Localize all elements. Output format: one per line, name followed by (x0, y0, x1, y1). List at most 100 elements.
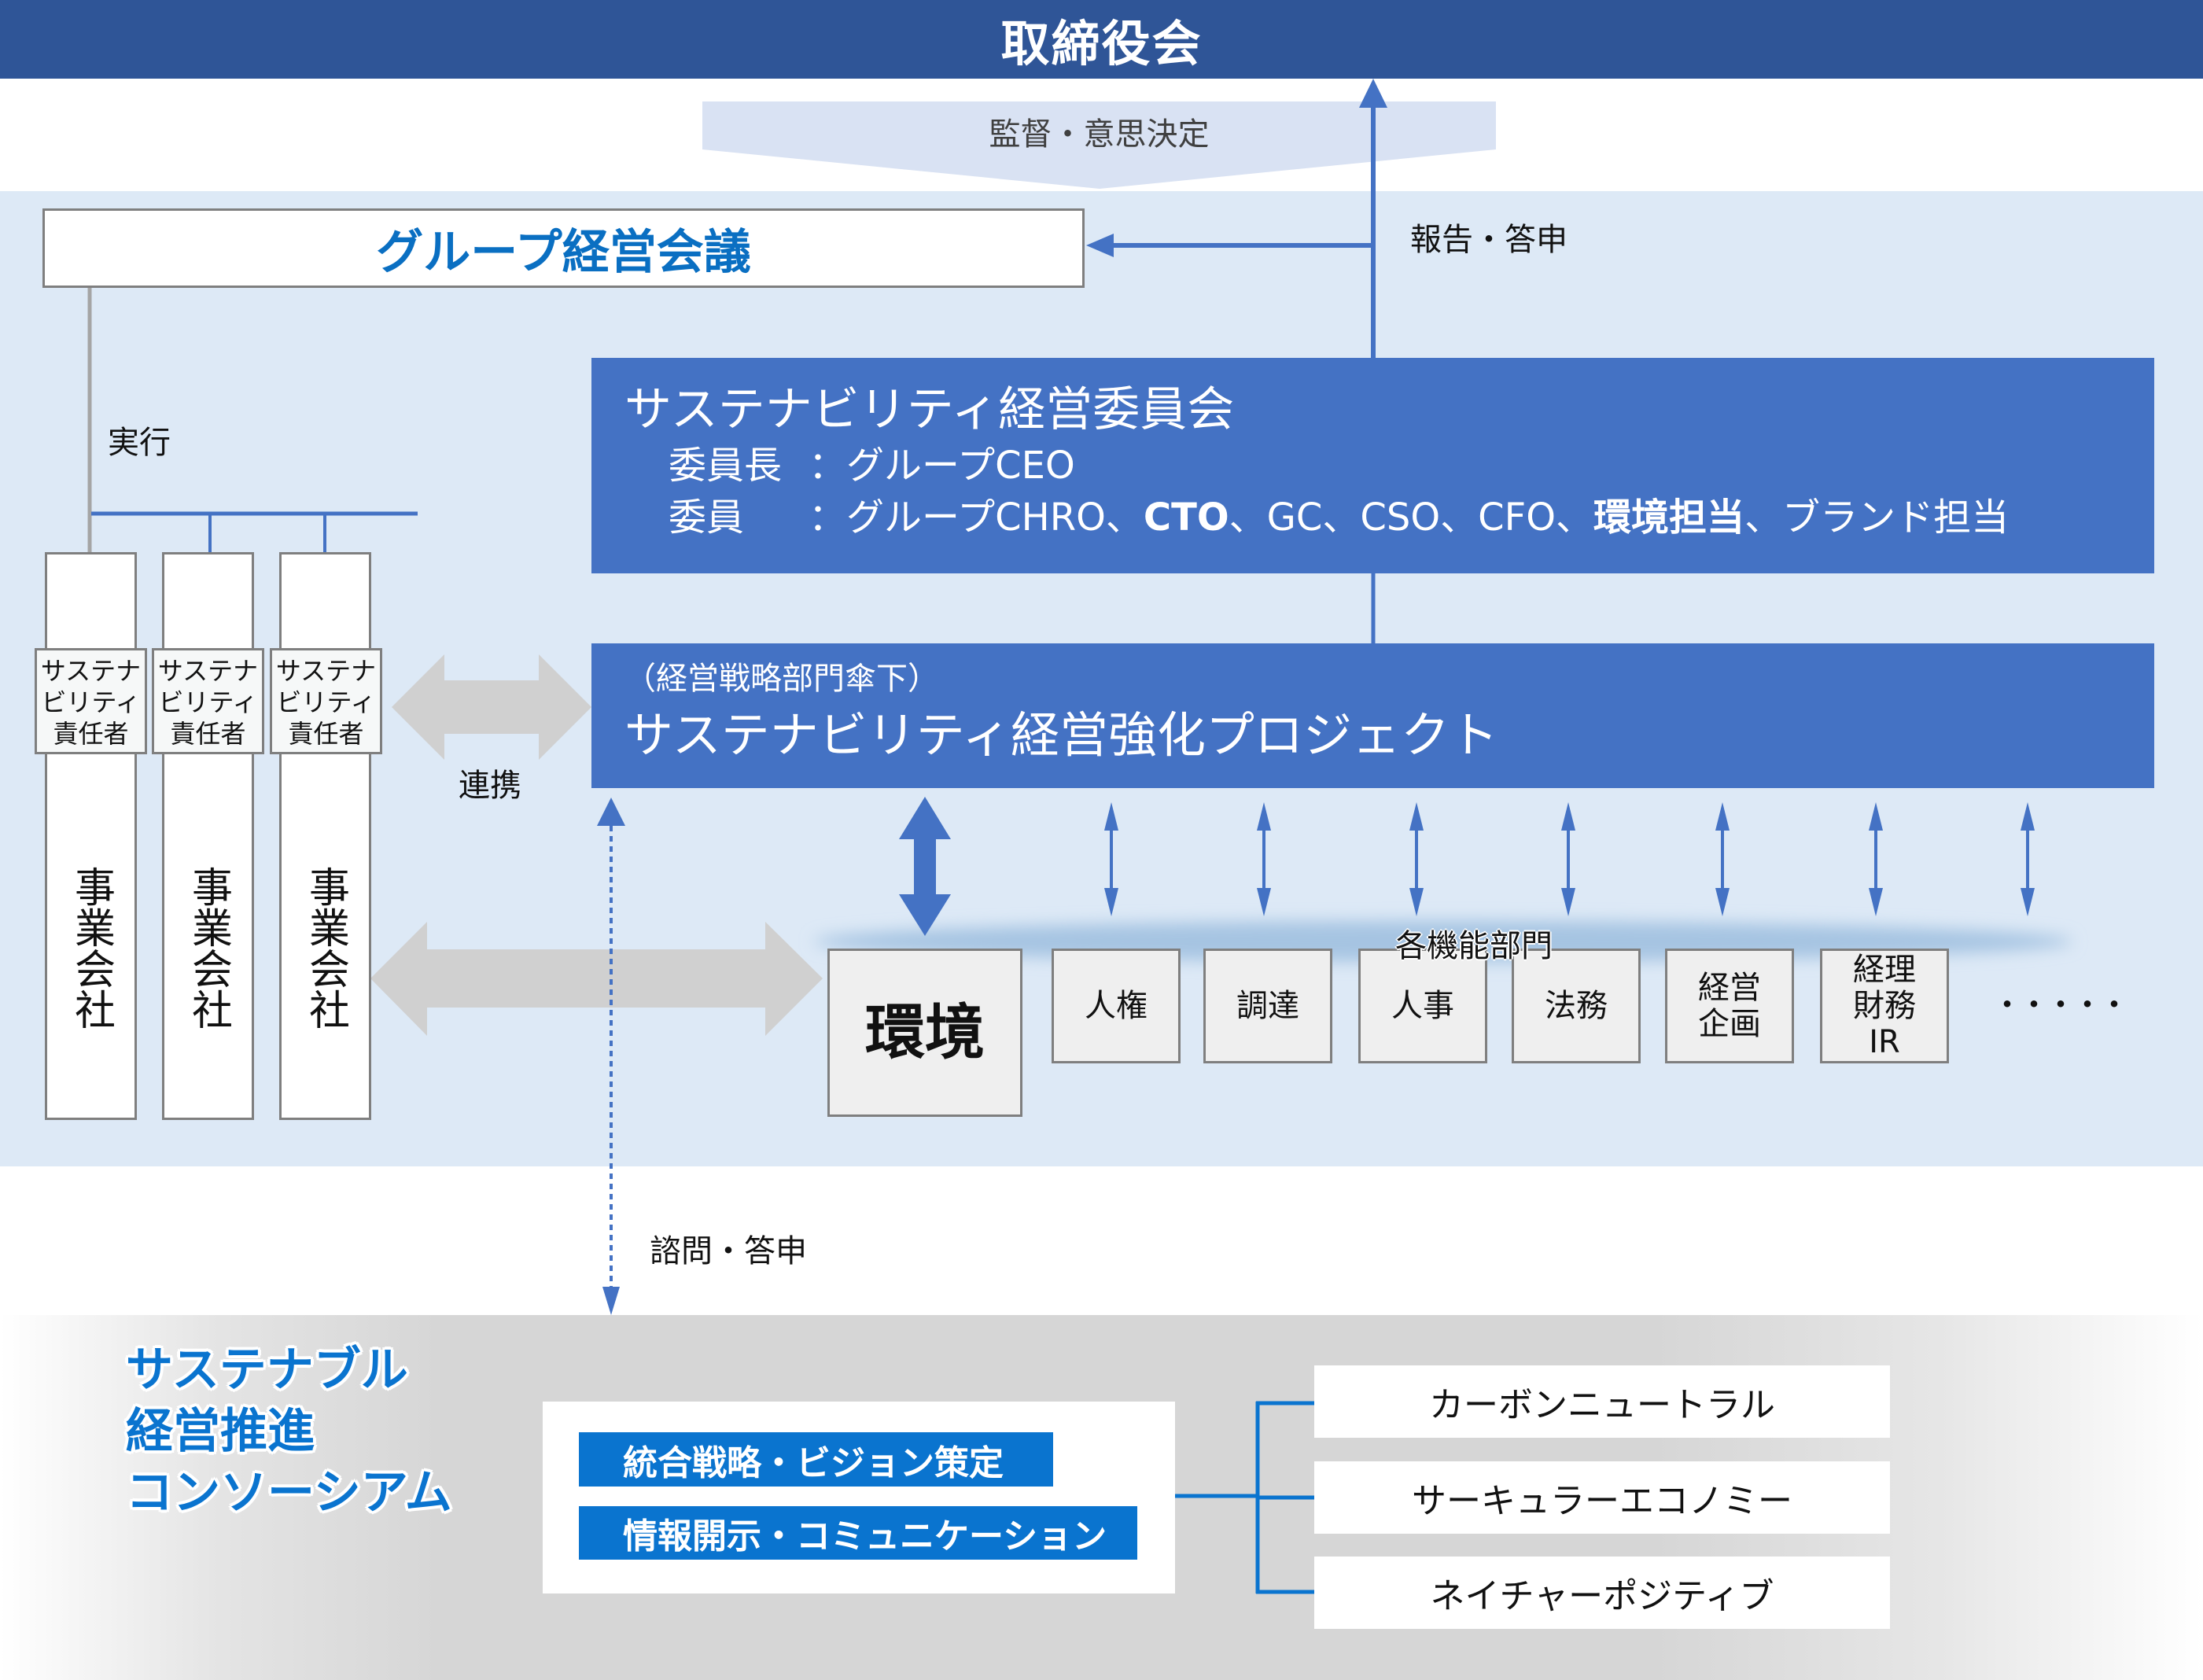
department-label-line: 経営 (1698, 970, 1761, 1006)
department-arrowhead-down (1869, 888, 1883, 916)
department-arrowhead-up (1104, 802, 1118, 831)
theme-circular-economy-label: サーキュラーエコノミー (1412, 1481, 1792, 1521)
collaboration-arrow (392, 654, 591, 760)
report-label: 報告・答申 (1410, 222, 1568, 258)
environment-label: 環境 (865, 997, 985, 1067)
activity-disclosure: 情報開示・コミュニケーション (579, 1506, 1137, 1560)
supervise-arrow-shape (702, 101, 1496, 189)
committee-title: サステナビリティ経営委員会 (624, 382, 1235, 437)
board-of-directors: 取締役会 (0, 0, 2203, 79)
business-company-label: 事業会社 (301, 866, 349, 1030)
department-arrowhead-up (1409, 802, 1424, 831)
activity-strategy-label: 統合戦略・ビジョン策定 (623, 1442, 1004, 1483)
officer-label-line: ビリティ (276, 687, 376, 717)
sustainability-officer: サステナビリティ責任者 (35, 648, 147, 754)
department-arrowhead-down (1409, 888, 1424, 916)
chair-value: ：グループCEO (809, 444, 1075, 488)
committee-chair-row: 委員長 ：グループCEO (624, 440, 2154, 492)
officer-label-line: 責任者 (170, 718, 246, 749)
department-box: 人権 (1052, 949, 1181, 1063)
department-arrowhead-up (1869, 802, 1883, 831)
functions-group-label: 各機能部門 (1395, 928, 1553, 964)
department-label-line: 法務 (1545, 988, 1608, 1024)
theme-nature-positive-label: ネイチャーポジティブ (1430, 1576, 1774, 1616)
sustainability-officer: サステナビリティ責任者 (152, 648, 264, 754)
department-box: 調達 (1203, 949, 1332, 1063)
members-value: ：グループCHRO、CTO、GC、CSO、CFO、環境担当、ブランド担当 (809, 492, 2009, 543)
sustainability-officer: サステナビリティ責任者 (270, 648, 382, 754)
theme-nature-positive: ネイチャーポジティブ (1314, 1557, 1890, 1629)
department-arrows (1104, 802, 2035, 916)
consult-arrowhead-down (602, 1287, 620, 1315)
department-arrowhead-up (2021, 802, 2035, 831)
business-company-column (162, 552, 254, 1120)
officer-label-line: 責任者 (53, 718, 129, 749)
officer-label-line: ビリティ (41, 687, 141, 717)
consortium-title-line-3: コンソーシアム (126, 1465, 452, 1520)
more-departments-ellipsis: ・・・・・ (1991, 987, 2130, 1023)
supervise-label: 監督・意思決定 (989, 116, 1210, 153)
activity-strategy: 統合戦略・ビジョン策定 (579, 1432, 1053, 1487)
member-fragment: 、GC、CSO、CFO、 (1229, 496, 1594, 540)
department-arrowhead-up (1257, 802, 1271, 831)
officer-label-line: サステナ (275, 655, 377, 686)
to-group-arrowhead (1086, 234, 1114, 257)
members-key: 委員 (669, 496, 745, 540)
department-environment: 環境 (827, 949, 1022, 1117)
member-fragment: 環境担当 (1593, 496, 1745, 540)
officer-label-line: サステナ (40, 655, 142, 686)
member-fragment: CTO (1143, 496, 1229, 540)
consult-arrowhead-up (597, 798, 625, 826)
department-arrowhead-down (1715, 888, 1730, 916)
consortium-title-line-2: 経営推進 (126, 1404, 315, 1459)
department-label-line: 調達 (1236, 988, 1299, 1024)
consult-label: 諮問・答申 (650, 1233, 807, 1269)
report-arrowhead (1359, 79, 1387, 108)
department-label-line: 経理 (1853, 952, 1916, 988)
department-label-line: 人事 (1391, 988, 1454, 1024)
environment-double-arrow (899, 797, 951, 936)
companies-environment-arrow (370, 922, 823, 1036)
department-label-line: IR (1869, 1024, 1900, 1060)
member-fragment: 、ブランド担当 (1744, 496, 2010, 540)
department-box: 法務 (1512, 949, 1641, 1063)
department-label-line: 企画 (1698, 1006, 1761, 1042)
business-company-label: 事業会社 (184, 866, 232, 1030)
collaboration-label: 連携 (459, 768, 521, 804)
committee-members-row: 委員 ：グループCHRO、CTO、GC、CSO、CFO、環境担当、ブランド担当 (624, 492, 2154, 543)
board-label: 取締役会 (1000, 15, 1203, 72)
officer-label-line: 責任者 (288, 718, 364, 749)
department-arrowhead-down (1104, 888, 1118, 916)
department-arrowhead-down (2021, 888, 2035, 916)
officer-label-line: サステナ (157, 655, 259, 686)
theme-carbon-neutral: カーボンニュートラル (1314, 1365, 1890, 1438)
group-management-meeting: グループ経営会議 (42, 208, 1085, 288)
consortium-title-line-1: サステナブル (126, 1343, 408, 1398)
department-box: 人事 (1358, 949, 1487, 1063)
department-box: 経営企画 (1665, 949, 1794, 1063)
department-arrowhead-down (1257, 888, 1271, 916)
officer-label-line: ビリティ (158, 687, 258, 717)
business-company-column (279, 552, 371, 1120)
sustainability-committee: サステナビリティ経営委員会 委員長 ：グループCEO 委員 ：グループCHRO、… (591, 358, 2154, 573)
sustainability-project: （経営戦略部門傘下） サステナビリティ経営強化プロジェクト (591, 643, 2154, 788)
project-title: サステナビリティ経営強化プロジェクト (624, 706, 1499, 764)
theme-carbon-neutral-label: カーボンニュートラル (1429, 1385, 1775, 1425)
activity-disclosure-label: 情報開示・コミュニケーション (623, 1516, 1107, 1557)
project-subtitle: （経営戦略部門傘下） (624, 661, 939, 697)
department-label-line: 財務 (1853, 988, 1916, 1024)
business-company-label: 事業会社 (67, 866, 115, 1030)
consortium-title: サステナブル 経営推進 コンソーシアム (126, 1339, 452, 1523)
department-arrowhead-down (1561, 888, 1575, 916)
chair-key: 委員長 (669, 444, 783, 488)
execute-label: 実行 (108, 425, 171, 461)
business-company-column (45, 552, 137, 1120)
theme-circular-economy: サーキュラーエコノミー (1314, 1461, 1890, 1534)
consortium-activities-box (543, 1402, 1175, 1593)
group-meeting-label: グループ経営会議 (376, 225, 751, 280)
department-arrowhead-up (1561, 802, 1575, 831)
member-fragment: ：グループCHRO、 (809, 496, 1144, 540)
department-label-line: 人権 (1085, 988, 1148, 1024)
department-arrowhead-up (1715, 802, 1730, 831)
